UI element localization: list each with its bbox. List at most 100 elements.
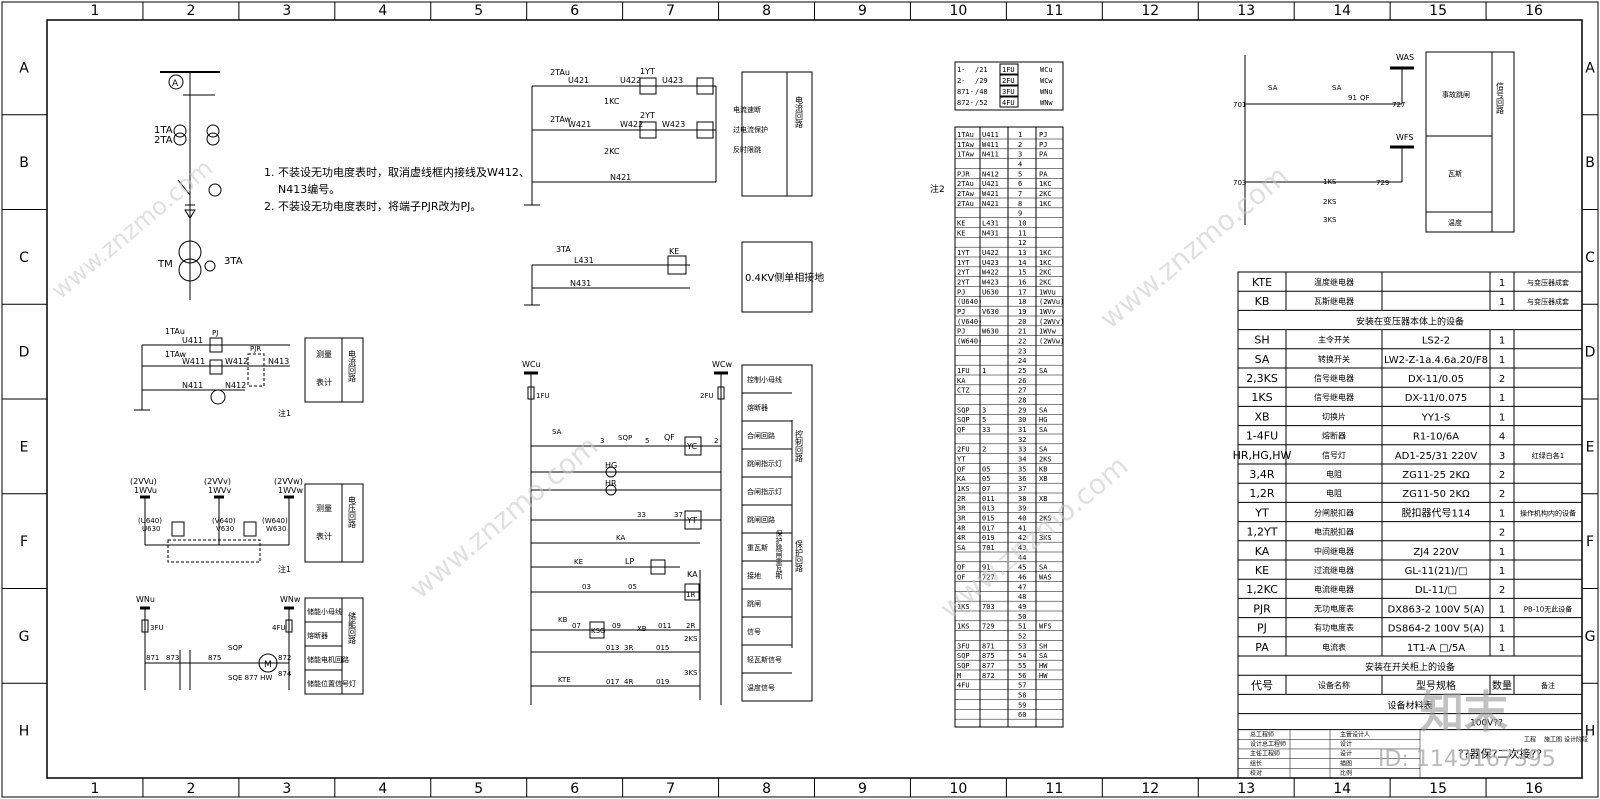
table-cell: 电流继电器 [1314,584,1354,594]
switch-label: SQP [618,434,632,442]
terminal-cell: WCu [1040,66,1053,74]
notes: 1. 不装设无功电度表时，取消虚线框内接线及W412、 N413编号。 2. 不… [264,165,530,213]
node-label: 015 [656,644,669,652]
grid-col-label: 2 [186,3,195,19]
terminal-cell: /52 [975,99,988,107]
title-block-label: 工程 [1524,736,1536,744]
terminal-cell: 32 [1018,436,1026,444]
note-line: 1. 不装设无功电度表时，取消虚线框内接线及W412、 [264,165,530,179]
terminal-cell: 2- [957,77,965,85]
node-label: 727 [1392,101,1405,109]
terminal-cell: 13 [1018,249,1026,257]
terminal-cell: U421 [982,180,999,188]
terminal-cell: 6 [1018,180,1022,188]
terminal-cell: 727 [982,574,995,582]
terminal-cell: 25 [1018,367,1026,375]
table-cell: 1 [1499,547,1505,558]
box-label: 温度 [1448,218,1462,227]
terminal-cell: 10 [1018,220,1026,228]
terminal-cell: PJ [957,288,965,296]
lamp-label: HR [605,479,617,488]
table-cell: 1,2KC [1246,583,1278,596]
bus-label: WCw [712,360,732,369]
terminal-cell: W630 [982,328,999,336]
table-cell: 过流继电器 [1314,565,1354,575]
table-cell: 1 [1499,355,1505,366]
meter-label: PJR [250,345,261,353]
node-label: 07 [572,622,581,630]
table-cell: XB [1254,410,1269,423]
terminal-cell: 3 [982,406,986,414]
legend-row-label: 跳闸回路 [747,515,775,524]
terminal-cell: 011 [982,495,995,503]
primary-labels: A 1TA 2TA TM 3TA [154,79,243,270]
table-cell: 有功电度表 [1314,623,1354,633]
vertical-label: 电压回路 [348,495,357,528]
terminal-cell: 34 [1018,456,1026,464]
grid-col-label: 11 [1045,781,1063,797]
terminal-cell: SA [957,544,966,552]
table-cell: ZJ4 220V [1413,547,1458,558]
box-label: 事故跳闸 [1442,90,1470,99]
terminal-cell: 49 [1018,603,1026,611]
table-cell: 红绿白各1 [1532,451,1564,460]
bus-label: 1WVv [208,486,231,495]
title-block-label: 设计 [1340,740,1352,748]
relay-label: 2KS [684,635,698,643]
terminal-cell: 3 [1018,151,1022,159]
terminal-cell: 872 [982,672,995,680]
table-cell: 脱扣器代号114 [1401,506,1470,519]
table-cell: DS864-2 100V 5(A) [1388,624,1484,635]
table-cell: SH [1254,334,1269,347]
wire-label: L431 [574,256,594,265]
terminal-cell: WCw [1040,77,1053,85]
table-cell: 信号灯 [1322,450,1346,460]
fuse-label: 1FU [536,392,550,400]
wire-label: N411 [182,381,203,390]
wire-label: (V640) [212,517,236,525]
terminal-cell: 43 [1018,544,1026,552]
table-cell: 电阻 [1326,488,1342,498]
wire-label: 875 [208,654,221,662]
table-cell: R1-10/6A [1413,432,1459,443]
grid-col-label: 3 [282,781,291,797]
grid-col-label: 14 [1333,781,1351,797]
terminal-cell: 15 [1018,269,1026,277]
terminal-cell: 1TAw [957,141,975,149]
box-label: 瓦斯 [1448,169,1462,178]
table-cell: 2,3KS [1246,372,1278,385]
table-cell: 操作机构内的设备 [1520,508,1576,517]
grid-row-label: A [19,60,29,76]
terminal-cell: 26 [1018,377,1026,385]
storage-circuit [140,597,364,695]
watermark: www.znzmo.com [46,154,218,305]
terminal-cell: QF [957,465,965,473]
wire-label: U421 [568,76,589,85]
terminal-cell: WNu [1040,88,1053,96]
grid-row-label: A [1585,60,1595,76]
grid-col-label: 3 [282,3,291,19]
node-label: 5 [645,437,649,445]
table-cell: 中间继电器 [1314,546,1354,556]
terminal-cell: /21 [975,66,988,74]
node-label: 703 [1233,179,1246,187]
vertical-label: 电流回路 [795,95,804,128]
wire-label: N431 [570,279,591,288]
title-block-label: 组长 [1250,759,1262,767]
terminal-cell: 2KS [1039,515,1052,523]
terminal-cell: 1KS [957,485,970,493]
table-cell: 主令开关 [1318,335,1350,345]
grid-col-label: 15 [1429,781,1447,797]
box-label: 储能电机回路 [307,655,349,664]
terminal-cell: (2WVw) [1039,338,1064,346]
terminal-cell: (V640) [957,318,982,326]
terminal-cell: N412 [982,170,999,178]
table-cell: 熔断器 [1322,431,1346,441]
table-cell: 4 [1499,432,1505,443]
relay-label: KE [669,247,679,256]
terminal-cell: 57 [1018,682,1026,690]
terminal-cell: SQP [957,406,970,414]
table-cell: 1 [1499,643,1505,654]
terminal-cell: 875 [982,652,995,660]
